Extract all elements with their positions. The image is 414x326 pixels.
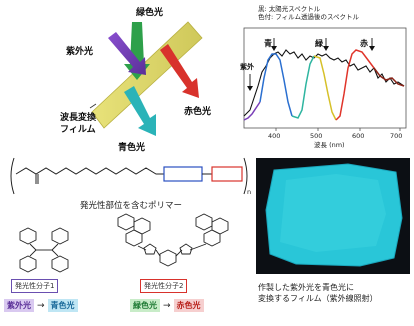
film-label-line1: 波長変換 (60, 113, 97, 123)
red-light-arrow (160, 44, 199, 98)
spectrum-legend-line1: 黒: 太陽光スペクトル (258, 5, 321, 13)
m1-arrow: → (37, 300, 45, 311)
spectrum-legend: 黒: 太陽光スペクトル 色付: フィルム透過後のスペクトル (258, 5, 359, 21)
molecule-2 (117, 213, 229, 267)
spectrum-chart (243, 27, 407, 131)
m2-to-chip: 赤色光 (173, 299, 204, 312)
molecule-1-conversion: 紫外光 → 青色光 (4, 299, 78, 312)
molecule-1-tag: 発光性分子1 (11, 279, 59, 293)
uv-light-label: 紫外光 (66, 47, 94, 57)
film-pointer-line (89, 103, 97, 109)
spectrum-xlabel: 波長 (nm) (314, 141, 345, 149)
deep-red-transmitted-line (373, 67, 405, 87)
molecule-2-conversion: 緑色光 → 赤色光 (130, 299, 204, 312)
red-light-label: 赤色光 (184, 107, 212, 117)
spectrum-frame (243, 27, 407, 129)
film-label-line2: フィルム (60, 125, 96, 135)
solar-spectrum-line (243, 49, 405, 117)
spectrum-legend-line2: 色付: フィルム透過後のスペクトル (258, 13, 360, 21)
polymer-caption: 発光性部位を含むポリマー (80, 201, 183, 211)
tick-400: 400 (268, 132, 281, 140)
molecule-structures (19, 213, 229, 273)
polymer-red-unit (211, 166, 243, 182)
polymer-structure (10, 157, 248, 195)
uv-transmitted-line (243, 101, 261, 121)
peak-blue-label: 青 (264, 39, 272, 48)
blue-light-arrow (124, 86, 156, 136)
photo-caption: 作製した紫外光を青色光に 変換するフィルム（紫外線照射） (258, 282, 378, 304)
polymer-backbone (15, 167, 164, 175)
polymer-bracket-right (243, 157, 248, 195)
film-photo (256, 158, 410, 274)
polymer-bracket-left (10, 157, 15, 195)
tick-700: 700 (390, 132, 403, 140)
red-transmitted-line (335, 49, 375, 121)
peak-uv-label: 紫外 (240, 63, 254, 71)
m2-from-chip: 緑色光 (130, 299, 160, 312)
photo-caption-line1: 作製した紫外光を青色光に (258, 283, 354, 292)
m1-from-chip: 紫外光 (4, 299, 34, 312)
m1-to-chip: 青色光 (47, 299, 78, 312)
yellow-transmitted-line (313, 55, 337, 121)
peak-red-label: 赤 (360, 39, 368, 48)
uv-light-arrow (108, 32, 146, 75)
tick-500: 500 (310, 132, 323, 140)
polymer-subscript: n (247, 188, 252, 196)
peak-green-label: 緑 (315, 39, 323, 48)
green-light-label: 緑色光 (136, 8, 164, 18)
film-diagram (89, 21, 203, 136)
molecule-1 (19, 227, 69, 273)
blue-light-label: 青色光 (118, 143, 146, 153)
film-panel (91, 21, 203, 129)
film-label: 波長変換 フィルム (60, 112, 96, 136)
molecule-2-tag: 発光性分子2 (140, 279, 188, 293)
polymer-blue-unit (163, 166, 203, 182)
tick-600: 600 (352, 132, 365, 140)
photo-caption-line2: 変換するフィルム（紫外線照射） (258, 294, 378, 303)
m2-arrow: → (163, 300, 171, 311)
green-transmitted-line (291, 55, 315, 119)
blue-transmitted-line (259, 53, 293, 117)
film-photo-image (265, 163, 403, 267)
